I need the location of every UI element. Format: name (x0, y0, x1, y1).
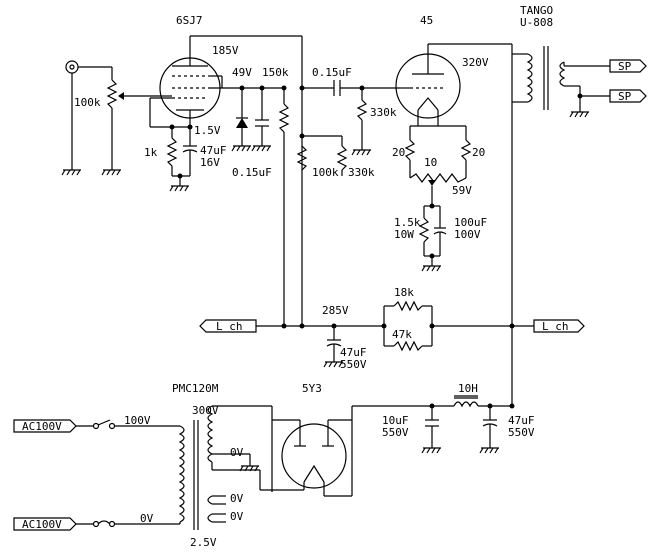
resistor-330k-plate (336, 136, 348, 176)
label-16v: 16V (200, 156, 220, 169)
ac-input-2 (13, 517, 77, 531)
label-tango: TANGO (520, 4, 553, 17)
resistor-20-right (460, 139, 472, 161)
label-49v: 49V (232, 66, 252, 79)
fuse (92, 520, 116, 528)
label-20-left: 20 (392, 146, 405, 159)
output-transformer (526, 46, 566, 110)
label-47uf-filter: 47uF (508, 414, 535, 427)
label-1-5v: 1.5V (194, 124, 221, 137)
label-100uf: 100uF (454, 216, 487, 229)
label-015uf-coupling: 0.15uF (312, 66, 352, 79)
label-285v: 285V (322, 304, 349, 317)
label-550v-10uf: 550V (382, 426, 409, 439)
label-0v-d: 0V (140, 512, 154, 525)
label-10w: 10W (394, 228, 414, 241)
volume-pot (106, 67, 124, 170)
label-1-5k: 1.5k (394, 216, 421, 229)
resistor-150k (278, 88, 290, 326)
label-100k: 100k (312, 166, 339, 179)
label-320v: 320V (462, 56, 489, 69)
choke-10h (453, 395, 479, 408)
label-100k-pot: 100k (74, 96, 101, 109)
label-330k-plate: 330k (348, 166, 375, 179)
label-6sj7: 6SJ7 (176, 14, 203, 27)
label-10: 10 (424, 156, 437, 169)
label-100v: 100V (454, 228, 481, 241)
label-1k: 1k (144, 146, 158, 159)
label-550v-rail: 550V (340, 358, 367, 371)
label-47k: 47k (392, 328, 412, 341)
label-47uf-cathode: 47uF (200, 144, 227, 157)
zener-diode (236, 88, 248, 146)
power-switch (92, 419, 116, 430)
label-47uf-rail: 47uF (340, 346, 367, 359)
label-pmc120m: PMC120M (172, 382, 219, 395)
label-550v-filter: 550V (508, 426, 535, 439)
label-18k: 18k (394, 286, 414, 299)
label-5y3: 5Y3 (302, 382, 322, 395)
resistor-47k (384, 340, 432, 352)
label-u808: U-808 (520, 16, 553, 29)
label-300v: 300V (192, 404, 219, 417)
cap-47uf-filter (482, 406, 498, 448)
label-150k: 150k (262, 66, 289, 79)
label-sp-1: SP (618, 60, 632, 73)
label-330k-grid: 330k (370, 106, 397, 119)
coupling-cap (333, 80, 341, 96)
label-0v-a: 0V (230, 446, 244, 459)
label-2-5v: 2.5V (190, 536, 217, 549)
label-sp-2: SP (618, 90, 632, 103)
label-ac100v-2: AC100V (22, 518, 62, 531)
label-0v-b: 0V (230, 492, 244, 505)
speaker-terminal-1 (609, 59, 647, 73)
lch-right-terminal (533, 319, 585, 333)
label-015uf-screen: 0.15uF (232, 166, 272, 179)
cap-47uf-550v (326, 326, 342, 362)
resistor-1k (166, 127, 178, 176)
power-transformer (178, 405, 214, 530)
label-lch-left: L ch (216, 320, 243, 333)
resistor-18k (384, 300, 432, 312)
label-10uf: 10uF (382, 414, 409, 427)
input-jack (65, 60, 79, 74)
label-0v-c: 0V (230, 510, 244, 523)
ac-input-1 (13, 419, 77, 433)
cap-015uf-screen (255, 88, 269, 146)
label-45: 45 (420, 14, 433, 27)
pot-10-hum (409, 173, 467, 186)
cap-100uf (433, 206, 447, 256)
label-lch-right: L ch (542, 320, 569, 333)
speaker-terminal-2 (609, 89, 647, 103)
resistor-330k-grid (356, 88, 368, 150)
label-ac100v-1: AC100V (22, 420, 62, 433)
resistor-20-left (404, 139, 416, 161)
label-185v: 185V (212, 44, 239, 57)
resistor-100k-plate (296, 145, 308, 171)
label-20-right: 20 (472, 146, 485, 159)
cap-10uf (425, 406, 439, 448)
resistor-1-5k (418, 206, 430, 256)
cap-47uf-cathode (182, 127, 198, 176)
label-10h: 10H (458, 382, 478, 395)
label-100v-ac: 100V (124, 414, 151, 427)
tube-5y3 (281, 423, 347, 489)
label-59v: 59V (452, 184, 472, 197)
